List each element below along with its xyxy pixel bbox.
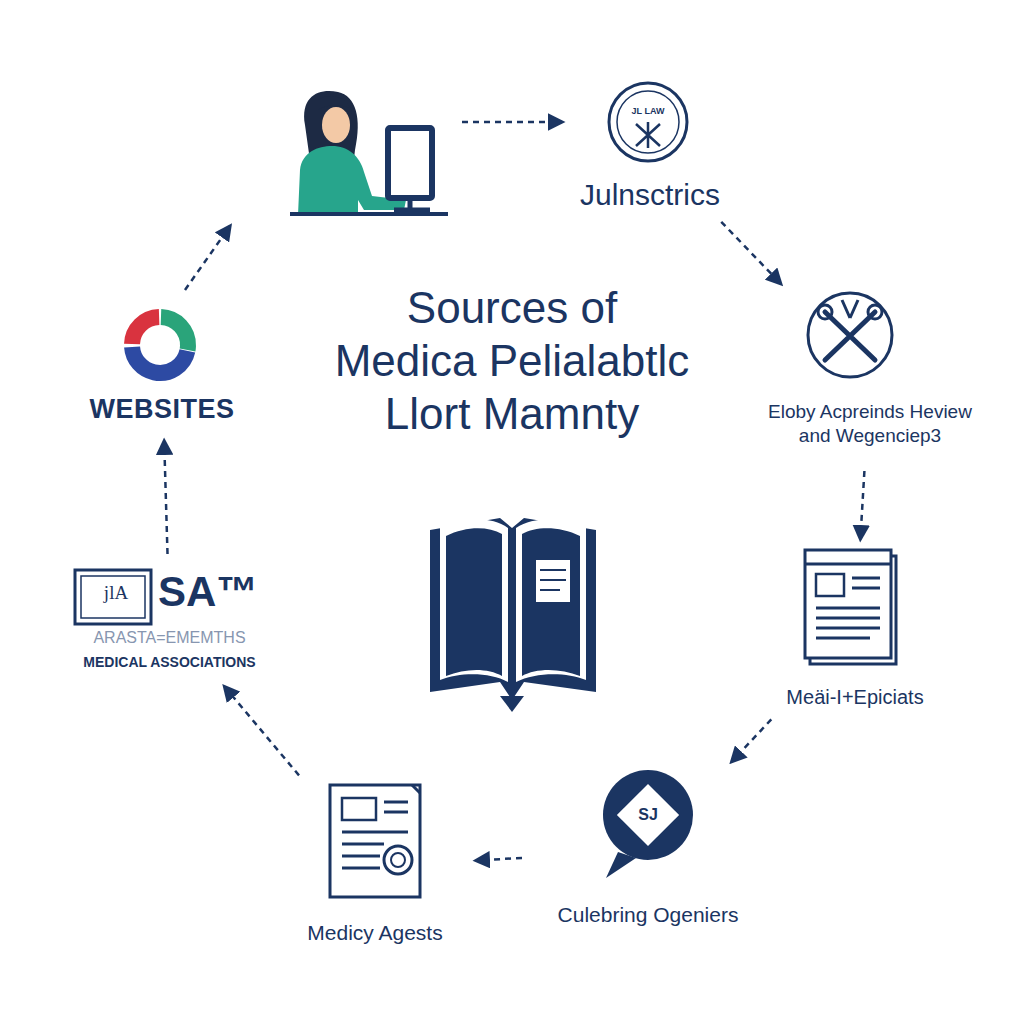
node-label: ARASTA=EMEMTHS <box>62 628 277 648</box>
organisation-source: SJ Culebring Ogeniers <box>528 766 768 936</box>
open-book <box>430 518 596 712</box>
dashed-arrow <box>860 471 864 539</box>
document-icon <box>805 550 896 664</box>
law-logo <box>609 83 687 161</box>
node-label: Meäi-I+Epiciats <box>760 685 950 710</box>
dashed-arrow <box>476 858 522 861</box>
review-source: Eloby Acpreinds Heview and Wegenciep3 <box>760 288 980 465</box>
law-source: JL LAW Julnsctrics <box>545 78 755 218</box>
agency-source: Medicy Agests <box>280 780 470 952</box>
dashed-arrow <box>185 226 230 290</box>
speech-bubble-badge <box>603 770 693 878</box>
article-source: Meäi-I+Epiciats <box>760 545 950 715</box>
node-label: Medicy Agests <box>280 920 470 946</box>
node-label: SJ <box>628 805 668 825</box>
websites-source: WEBSITES <box>48 300 276 435</box>
node-label: Culebring Ogeniers <box>528 902 768 928</box>
node-label: MEDICAL ASSOCIATIONS <box>62 654 277 672</box>
certificate-icon <box>330 785 420 897</box>
node-label: WEBSITES <box>48 393 276 427</box>
association-logo <box>75 570 151 624</box>
dashed-arrow <box>225 687 299 776</box>
dashed-arrow <box>732 719 772 761</box>
node-label: SA™ <box>158 566 276 619</box>
dashed-arrow <box>462 121 562 124</box>
node-label: jlA <box>80 581 152 605</box>
person-at-computer <box>290 91 448 215</box>
diagram-title: Sources of Medica Pelialabtlc Llort Mamn… <box>290 282 734 440</box>
node-label: Eloby Acpreinds Heview and Wegenciep3 <box>760 400 980 448</box>
node-label: JL LAW <box>628 106 668 117</box>
tools-icon <box>808 293 892 377</box>
dashed-arrow <box>721 222 780 284</box>
association-source: jlASA™ ARASTA=EMEMTHS MEDICAL ASSOCIATIONS <box>62 560 277 682</box>
dashed-arrow <box>164 441 167 554</box>
donut-icon <box>127 312 193 378</box>
node-label: Julnsctrics <box>545 176 755 214</box>
